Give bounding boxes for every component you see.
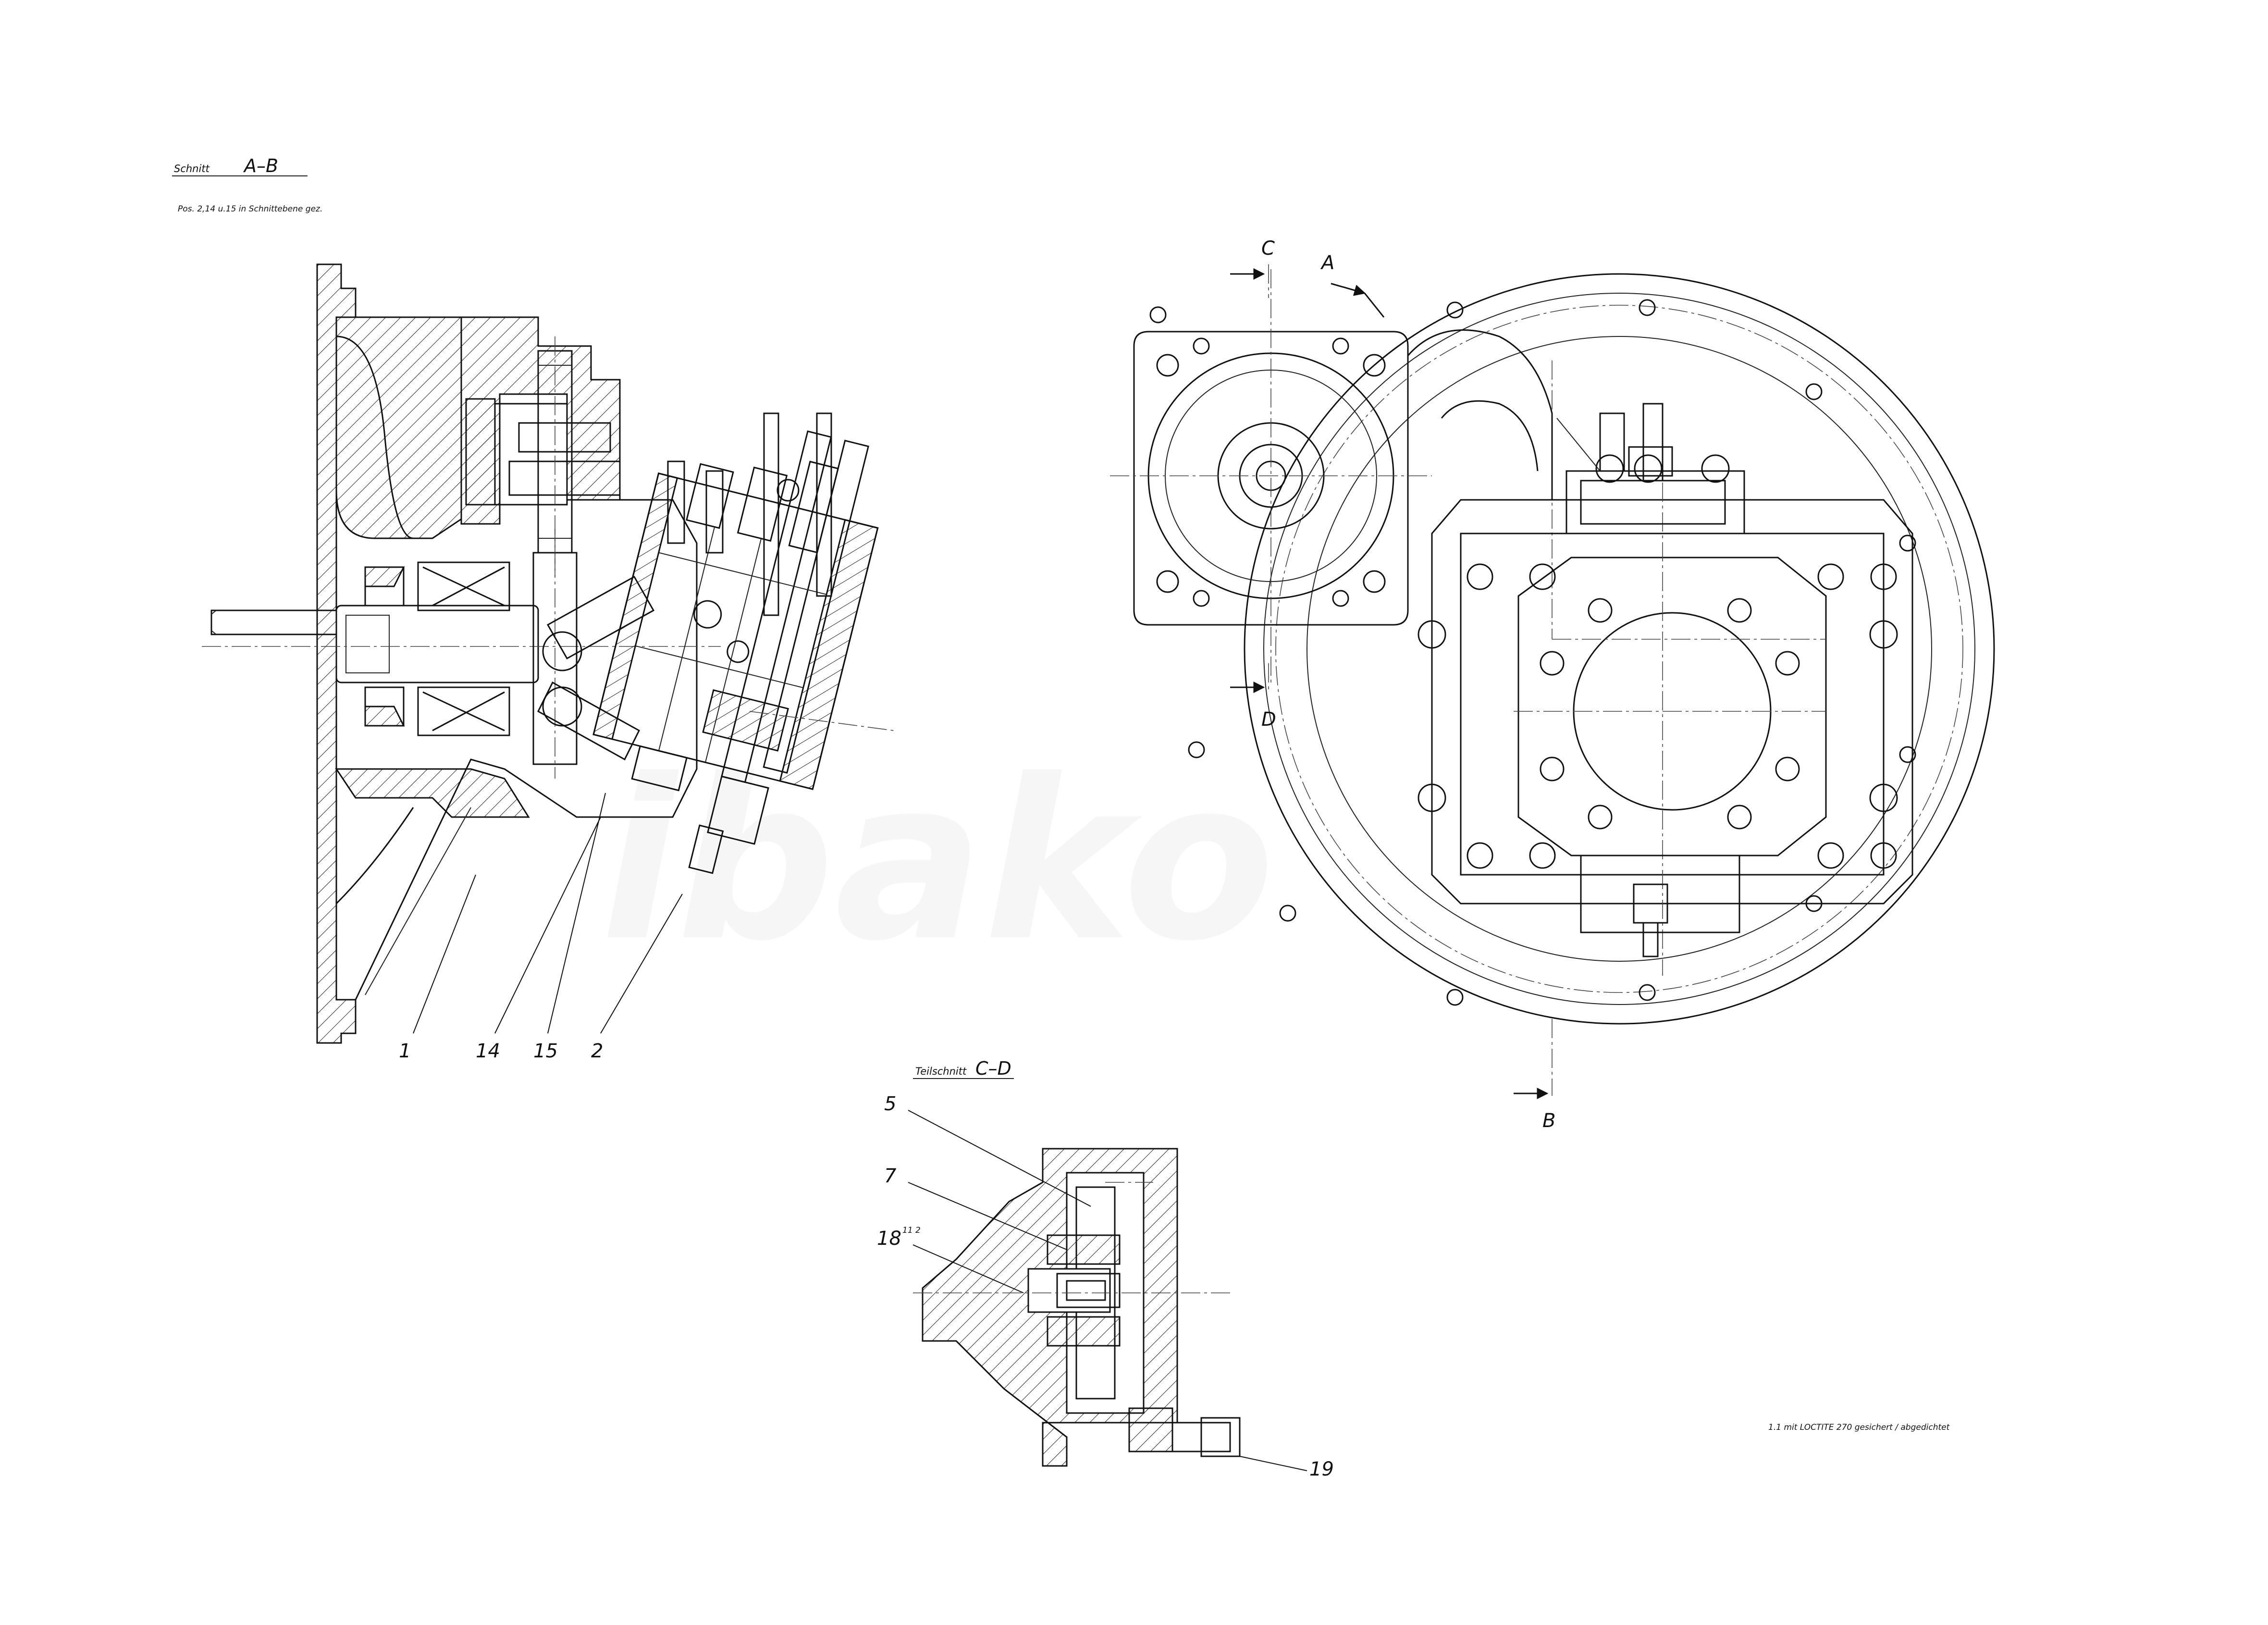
- section-ab-title: Schnitt A–B Pos. 2,14 u.15 in Schnittebe…: [172, 155, 322, 214]
- callout-7: 7: [884, 1165, 897, 1187]
- section-ab-label: A–B: [243, 155, 278, 176]
- section-ab-prefix: Schnitt: [174, 163, 210, 174]
- callout-15: 15: [533, 1040, 558, 1062]
- section-ab-view: 1 14 15 2: [202, 263, 894, 1062]
- pump-screws: [667, 412, 832, 616]
- callout-19: 19: [1309, 1458, 1334, 1480]
- marker-d-label: D: [1261, 708, 1276, 731]
- section-cd-view: 5 7 18 11 2 19: [877, 1093, 1334, 1480]
- callout-14: 14: [476, 1040, 500, 1062]
- tapered-bearing-left: [364, 566, 405, 727]
- marker-a-label: A: [1320, 252, 1334, 274]
- section-cd-prefix: Teilschnitt: [915, 1066, 967, 1077]
- handwritten-mark: 11 2: [902, 1226, 921, 1235]
- upper-gear: [465, 336, 621, 577]
- tapered-bearing-right: [417, 561, 510, 736]
- section-marker-d: D: [1230, 663, 1276, 731]
- section-cd-label: C–D: [975, 1058, 1011, 1079]
- housing-bolts: [1418, 563, 1898, 869]
- watermark-logo: ibako: [601, 732, 1275, 990]
- callout-2: 2: [591, 1040, 603, 1062]
- footnote-loctite: 1.1 mit LOCTITE 270 gesichert / abgedich…: [1768, 1423, 1950, 1432]
- section-ab-note: Pos. 2,14 u.15 in Schnittebene gez.: [178, 204, 322, 214]
- section-marker-a: A: [1320, 252, 1385, 318]
- section-marker-b: B: [1514, 1019, 1555, 1132]
- flange-bolt-holes: [1149, 299, 1916, 1006]
- callout-1: 1: [399, 1040, 411, 1062]
- marker-c-label: C: [1261, 237, 1275, 260]
- front-view: C D A B: [1110, 237, 1995, 1132]
- callout-5: 5: [884, 1093, 896, 1115]
- section-cd-title: Teilschnitt C–D: [913, 1058, 1014, 1079]
- tilted-pump-unit: [592, 430, 879, 874]
- section-marker-c: C: [1230, 237, 1275, 298]
- marker-b-label: B: [1542, 1110, 1555, 1132]
- callout-18: 18: [877, 1228, 901, 1250]
